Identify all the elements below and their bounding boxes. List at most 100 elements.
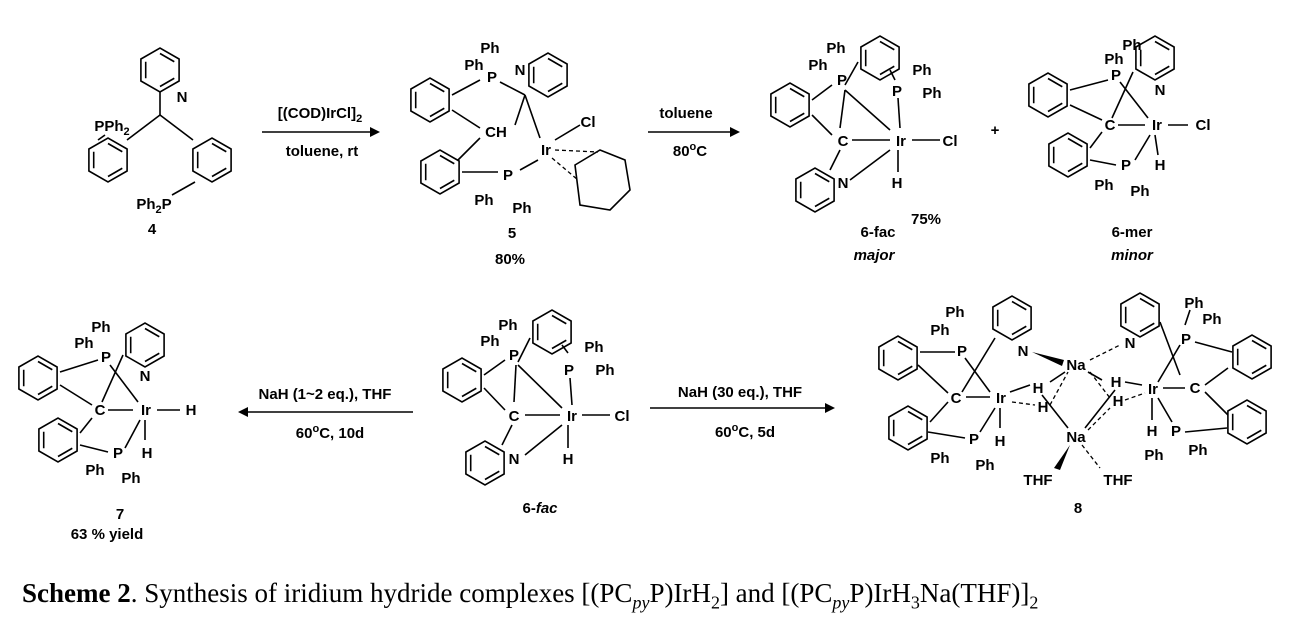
atom-label: C — [951, 390, 962, 407]
atom-label: P — [113, 445, 123, 462]
benzene-ring — [1232, 334, 1272, 380]
atom-label: Ph — [1184, 295, 1203, 312]
compound-8: Ph Ph P N Na N Ph Ph P C Ir H H H Na H H… — [878, 292, 1272, 517]
pyridine-ring — [528, 52, 568, 98]
atom-label: Ir — [1148, 381, 1158, 398]
double-bond — [429, 82, 445, 93]
atom-label: N — [1155, 82, 1166, 99]
atom-label: H — [1038, 399, 1049, 416]
atom-label: Ph — [1202, 311, 1221, 328]
atom-label: H — [142, 445, 153, 462]
double-bond — [461, 387, 477, 398]
atom-label: N — [1018, 343, 1029, 360]
benzene-ring — [38, 417, 78, 463]
benzene-ring — [420, 149, 460, 195]
temperature-label: 80oC — [673, 141, 707, 160]
caption-text: Na(THF)] — [919, 578, 1030, 608]
benzene-ring — [1048, 132, 1088, 178]
caption-subscript: py — [632, 592, 650, 613]
atom-label: Ph — [1094, 177, 1113, 194]
atom-label: H — [1033, 380, 1044, 397]
double-bond — [37, 360, 53, 371]
caption-text: P)IrH — [849, 578, 911, 608]
double-bond — [107, 142, 123, 153]
double-bond — [107, 167, 123, 178]
atom-label: Ir — [1152, 117, 1162, 134]
atom-label: Ph — [975, 457, 994, 474]
atom-label: Ph — [826, 40, 845, 57]
atom-label: Ph — [85, 462, 104, 479]
double-bond — [551, 314, 567, 325]
compound-number: 7 — [116, 506, 124, 523]
reaction-arrow-2: toluene 80oC — [648, 105, 740, 160]
atom-label: Ph — [1122, 37, 1141, 54]
atom-label: Ph — [464, 57, 483, 74]
conditions-label: 60oC, 5d — [715, 422, 775, 441]
benzene-ring — [88, 137, 128, 183]
compound-8-labels: Ph Ph P N Na N Ph Ph P C Ir H H H Na H H… — [930, 295, 1221, 489]
reaction-arrow-1: [(COD)IrCl]2 toluene, rt — [262, 105, 380, 160]
pyridine-ring — [1120, 292, 1160, 338]
double-bond — [439, 179, 455, 190]
double-bond — [439, 154, 455, 165]
atom-label: Ir — [896, 133, 906, 150]
atom-label: H — [892, 175, 903, 192]
atom-label: Ph — [121, 470, 140, 487]
pyridine-ring — [465, 440, 505, 486]
compound-number: 5 — [508, 225, 516, 242]
yield-label: 75% — [911, 211, 941, 228]
atom-label: Ph — [595, 362, 614, 379]
atom-label: Ph — [584, 339, 603, 356]
cod-ring — [574, 149, 631, 211]
atom-label: Ph — [474, 192, 493, 209]
double-bond — [789, 87, 805, 98]
atom-label: Ph — [1144, 447, 1163, 464]
caption-text: ] and [(PC — [719, 578, 833, 608]
atom-label: Cl — [581, 114, 596, 131]
pyridine-ring — [140, 47, 180, 93]
double-bond — [1154, 40, 1170, 51]
caption-text: . Synthesis of iridium hydride complexes… — [130, 578, 633, 608]
double-bond — [814, 172, 830, 183]
atom-label: N — [515, 62, 526, 79]
isomer-descriptor: major — [854, 247, 896, 264]
benzene-ring — [770, 82, 810, 128]
yield-label: 63 % yield — [71, 526, 144, 543]
reagent-label: toluene — [659, 105, 712, 122]
compound-number: 6-fac — [860, 224, 895, 241]
atom-label: Ph — [498, 317, 517, 334]
atom-label: Ph — [512, 200, 531, 217]
atom-label: Ph — [1188, 442, 1207, 459]
atom-label: Ir — [996, 390, 1006, 407]
atom-label: C — [509, 408, 520, 425]
atom-label: Ph — [1104, 51, 1123, 68]
atom-label: P — [957, 343, 967, 360]
atom-label: Ir — [141, 402, 151, 419]
atom-label: Cl — [1196, 117, 1211, 134]
compound-6-mer: Ph Ph P N C Ir Cl H P Ph Ph 6-mer minor — [1028, 35, 1211, 264]
caption-subscript: 2 — [710, 592, 720, 613]
benzene-ring — [888, 405, 928, 451]
atom-label: P — [969, 431, 979, 448]
pyridine-ring — [992, 295, 1032, 341]
caption-label: Scheme 2 — [22, 578, 131, 608]
double-bond — [57, 422, 73, 433]
pph2-label: PPh2 — [94, 118, 129, 138]
atom-label: Ph — [912, 62, 931, 79]
double-bond — [1047, 77, 1063, 88]
double-bond — [547, 57, 563, 68]
double-bond — [461, 362, 477, 373]
atom-label: H — [1113, 393, 1124, 410]
benzene-ring — [532, 309, 572, 355]
compound-6-fac-bottom: Ph Ph P Ph P Ph C Ir Cl N H 6-fac — [442, 309, 630, 517]
atom-label: P — [503, 167, 513, 184]
atom-label: Na — [1066, 357, 1086, 374]
compound-4: PPh2 Ph2P N 4 — [88, 47, 232, 238]
double-bond — [907, 435, 923, 446]
atom-label: Cl — [615, 408, 630, 425]
double-bond — [1011, 300, 1027, 311]
benzene-ring — [410, 77, 450, 123]
double-bond — [484, 445, 500, 456]
double-bond — [1067, 162, 1083, 173]
double-bond — [1139, 297, 1155, 308]
